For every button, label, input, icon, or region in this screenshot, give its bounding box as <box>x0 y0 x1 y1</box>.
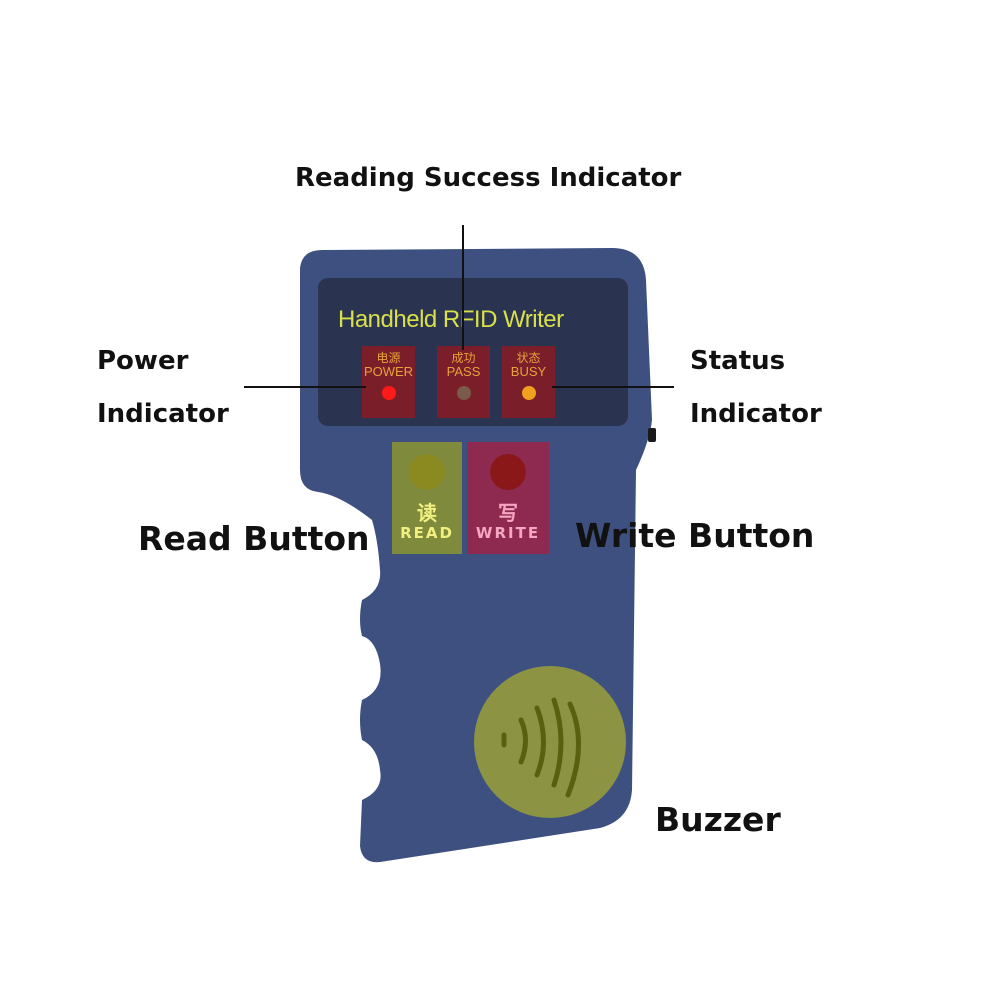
side-switch <box>648 428 656 442</box>
status-label-line1: Status <box>690 346 786 376</box>
buzzer <box>474 666 626 818</box>
write-button-cap <box>490 454 526 490</box>
buzzer-label: Buzzer <box>655 800 781 839</box>
wireless-signal-icon <box>501 697 581 798</box>
reading-success-line <box>462 225 464 350</box>
power-indicator-en: POWER <box>363 364 414 379</box>
pass-led-icon <box>456 386 471 400</box>
power-label-line2: Indicator <box>97 399 229 429</box>
busy-led-icon <box>521 386 536 400</box>
read-button-cn: 读 <box>417 501 437 525</box>
busy-indicator-cn: 状态 <box>516 351 541 365</box>
write-button-en: WRITE <box>475 524 541 542</box>
power-indicator: 电源 POWER <box>362 346 415 418</box>
power-label-line1: Power <box>97 346 189 376</box>
read-button-cap <box>409 454 445 490</box>
write-button[interactable]: 写 WRITE <box>467 442 549 554</box>
read-button-en: READ <box>400 524 454 542</box>
status-label-line2: Indicator <box>690 399 822 429</box>
write-button-label: Write Button <box>575 516 815 555</box>
pass-indicator: 成功 PASS <box>437 346 490 418</box>
pass-indicator-cn: 成功 <box>451 351 476 365</box>
busy-indicator: 状态 BUSY <box>502 346 555 418</box>
status-line <box>552 386 674 388</box>
reading-success-label: Reading Success Indicator <box>295 163 682 193</box>
power-led-icon <box>381 386 396 400</box>
write-button-cn: 写 <box>498 501 518 525</box>
read-button[interactable]: 读 READ <box>392 442 462 554</box>
device-title: Handheld RFID Writer <box>338 306 564 333</box>
power-line <box>244 386 366 388</box>
power-indicator-cn: 电源 <box>376 351 401 365</box>
pass-indicator-en: PASS <box>446 364 481 379</box>
busy-indicator-en: BUSY <box>510 364 547 379</box>
read-button-label: Read Button <box>138 519 370 558</box>
